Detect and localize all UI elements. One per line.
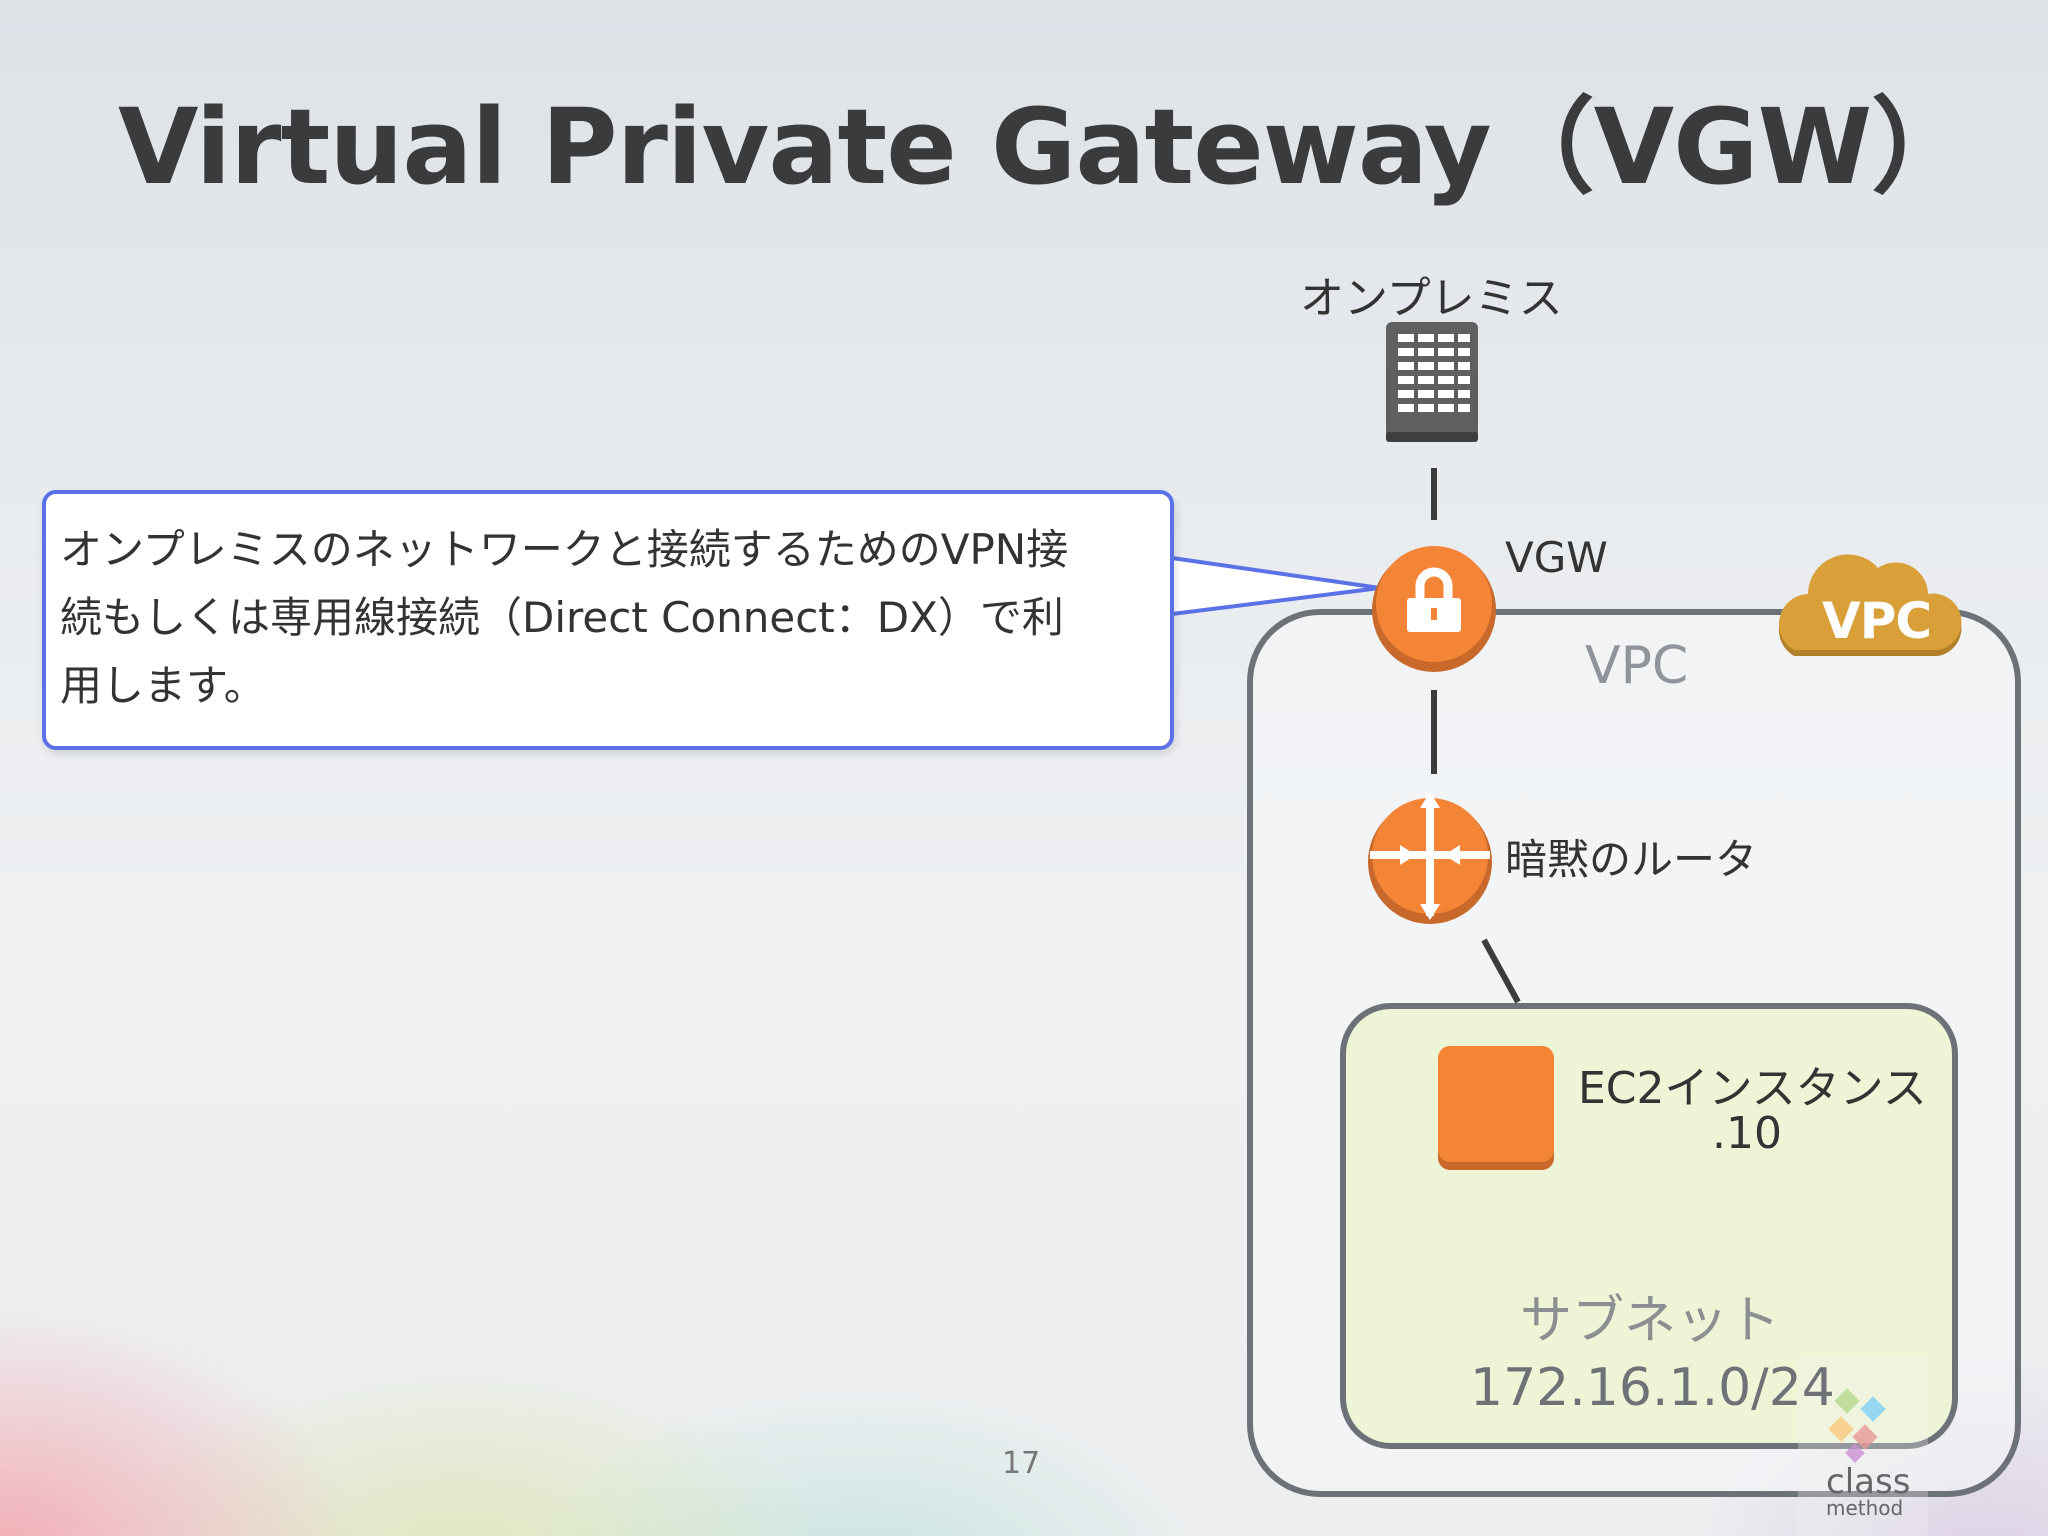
callout-line-1: オンプレミスのネットワークと接続するためのVPN接 (60, 525, 1069, 574)
router-icon (1368, 792, 1492, 924)
subnet-cidr: 172.16.1.0/24 (1470, 1358, 1835, 1418)
callout-line-3: 用します。 (60, 661, 266, 710)
lock-icon (1372, 546, 1496, 672)
rainbow-decoration (0, 1016, 1300, 1536)
logo-text: class (1826, 1462, 1911, 1502)
logo-subtext: method (1826, 1496, 1904, 1520)
callout-line-2: 続もしくは専用線接続（Direct Connect：DX）で利 (60, 593, 1064, 642)
server-icon (1386, 322, 1478, 442)
ec2-ip-label: .10 (1712, 1108, 1782, 1159)
vgw-label: VGW (1505, 533, 1608, 582)
link-router-subnet (1481, 938, 1521, 1004)
slide-title: Virtual Private Gateway（VGW） (118, 86, 1975, 208)
logo-backdrop (1798, 1358, 1928, 1536)
vpc-cloud-icon (1778, 554, 1962, 656)
callout-box: オンプレミスのネットワークと接続するためのVPN接 続もしくは専用線接続（Dir… (42, 490, 1174, 750)
subnet-label: サブネット (1520, 1291, 1781, 1351)
page-number: 17 (1002, 1446, 1041, 1481)
ec2-label: EC2インスタンス (1578, 1063, 1927, 1114)
onprem-label: オンプレミス (1300, 273, 1563, 324)
callout-pointer (1172, 558, 1380, 614)
vpc-badge-label: VPC (1822, 592, 1932, 650)
router-label: 暗黙のルータ (1505, 835, 1758, 884)
ec2-instance-icon (1438, 1046, 1554, 1170)
vpc-label: VPC (1585, 636, 1689, 696)
